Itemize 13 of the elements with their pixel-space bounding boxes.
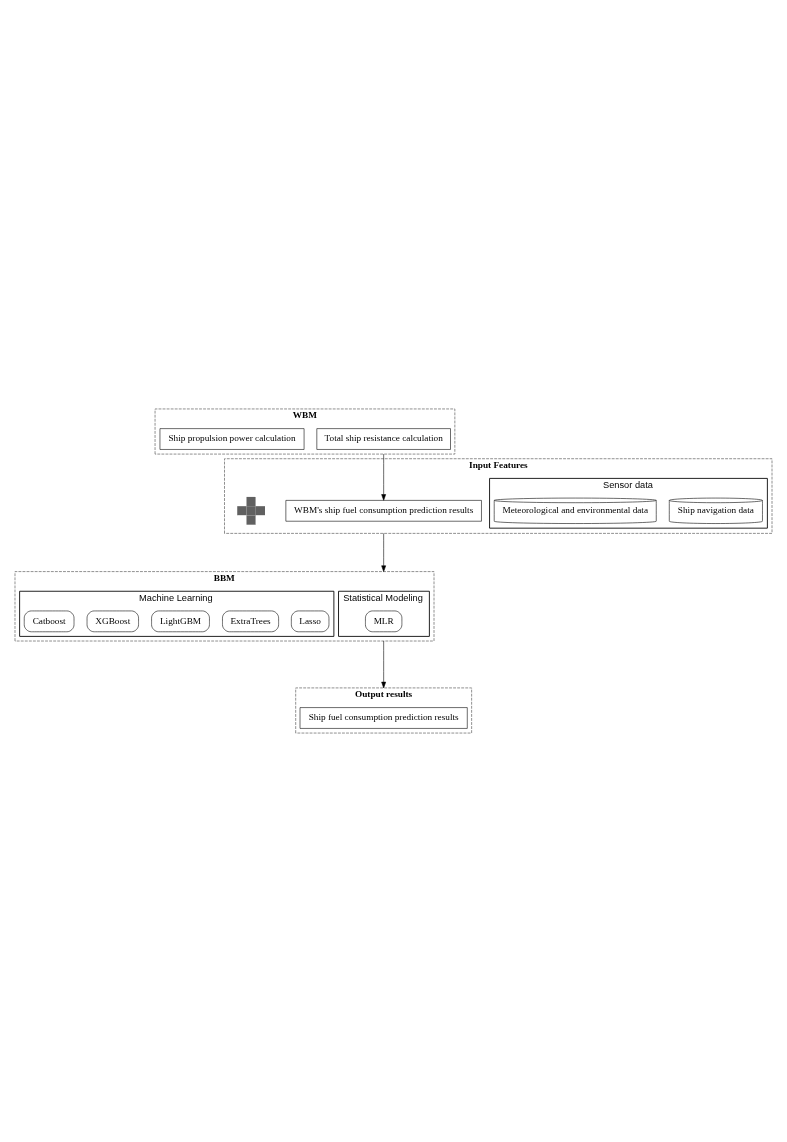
- arrow: [381, 533, 386, 572]
- node-box: ExtraTrees: [222, 610, 279, 633]
- node-box: LightGBM: [151, 610, 210, 633]
- node-box: MLR: [365, 610, 403, 633]
- node-box: Ship fuel consumption prediction results: [299, 707, 468, 729]
- node-box: XGBoost: [86, 610, 139, 633]
- node-box: Catboost: [23, 610, 75, 633]
- node-box: Ship propulsion power calculation: [159, 428, 305, 450]
- arrow: [381, 640, 386, 689]
- node-box: WBM's ship fuel consumption prediction results: [285, 500, 482, 522]
- node-box: Total ship resistance calculation: [316, 428, 451, 450]
- arrow: [381, 453, 386, 501]
- node-box: Lasso: [291, 610, 330, 633]
